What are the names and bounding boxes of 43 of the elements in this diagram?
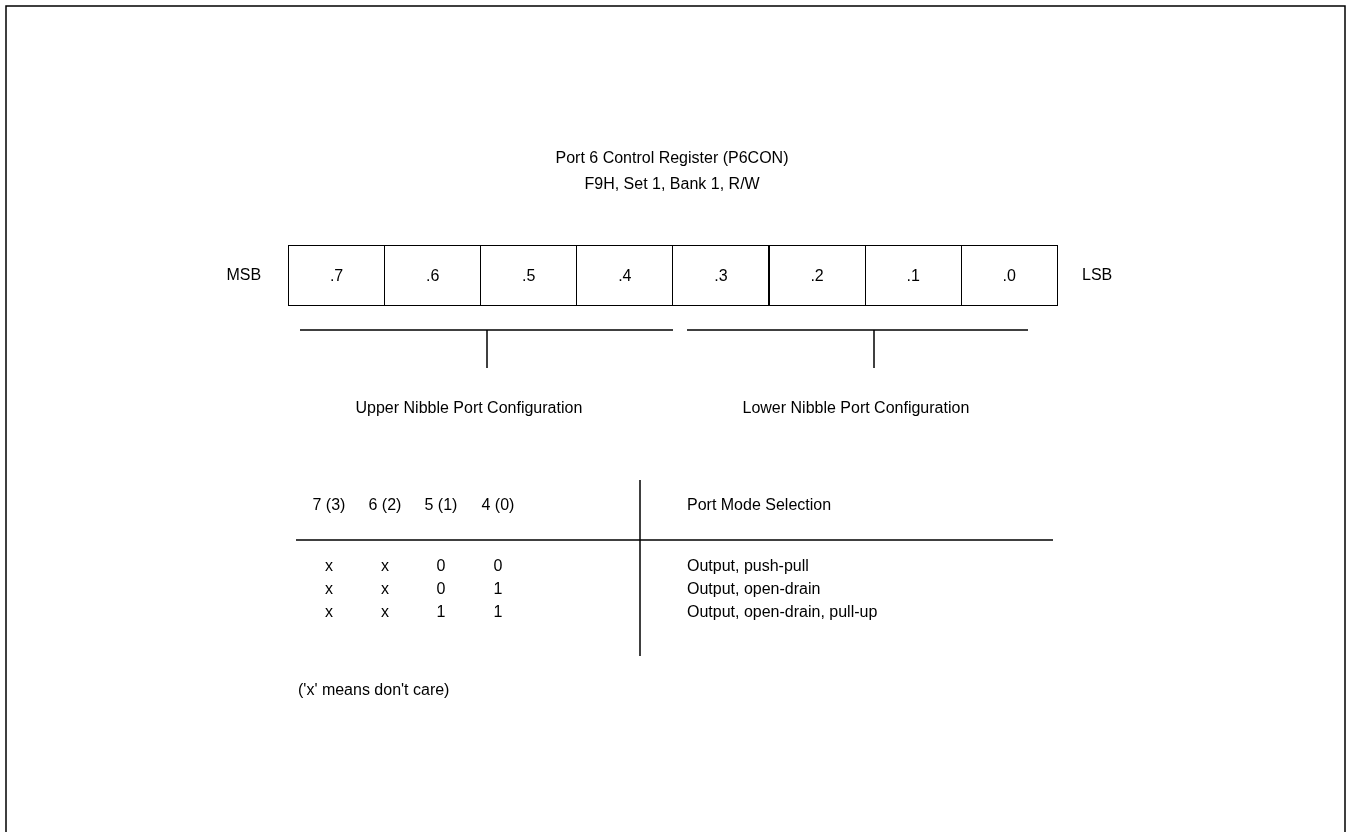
table-value: x [381,556,389,576]
bit-number: .7 [329,266,344,285]
msb-label: MSB [226,265,262,285]
bit-number: .2 [810,266,824,285]
bit-cell [864,245,962,306]
bit-number: .5 [522,266,536,285]
bit-cell [384,245,482,306]
bit-number: .6 [425,266,440,285]
bit-number: .1 [906,266,920,285]
bit-cell [672,245,770,306]
table-value: x [381,579,389,599]
bit-number: .3 [714,266,728,285]
table-value: 1 [436,602,446,622]
column-header: 6 (2) [368,495,402,515]
bit-cell [768,245,866,306]
register-address: F9H, Set 1, Bank 1, R/W [584,174,760,194]
nibble-label: Lower Nibble Port Configuration [742,398,970,418]
bit-cell [960,245,1058,306]
bit-cell [576,245,674,306]
table-value: x [325,602,333,622]
column-header: 4 (0) [481,495,515,515]
table-value: 0 [436,579,446,599]
register-title: Port 6 Control Register (P6CON) [555,148,789,168]
mode-description: Output, push-pull [687,556,809,576]
column-header: 7 (3) [312,495,346,515]
bit-number: .0 [1002,266,1016,285]
footnote: ('x' means don't care) [298,680,450,700]
table-value: 1 [493,579,503,599]
table-value: 0 [493,556,503,576]
bit-cell [288,245,386,306]
column-header: Port Mode Selection [687,495,832,515]
bit-number: .4 [618,266,632,285]
nibble-label: Upper Nibble Port Configuration [355,398,583,418]
table-value: 0 [436,556,446,576]
mode-description: Output, open-drain [687,579,821,599]
table-value: x [381,602,389,622]
table-value: x [325,556,333,576]
column-header: 5 (1) [424,495,458,515]
mode-description: Output, open-drain, pull-up [687,602,878,622]
table-value: 1 [493,602,503,622]
lsb-label: LSB [1082,265,1113,285]
bit-cell [480,245,578,306]
table-value: x [325,579,333,599]
